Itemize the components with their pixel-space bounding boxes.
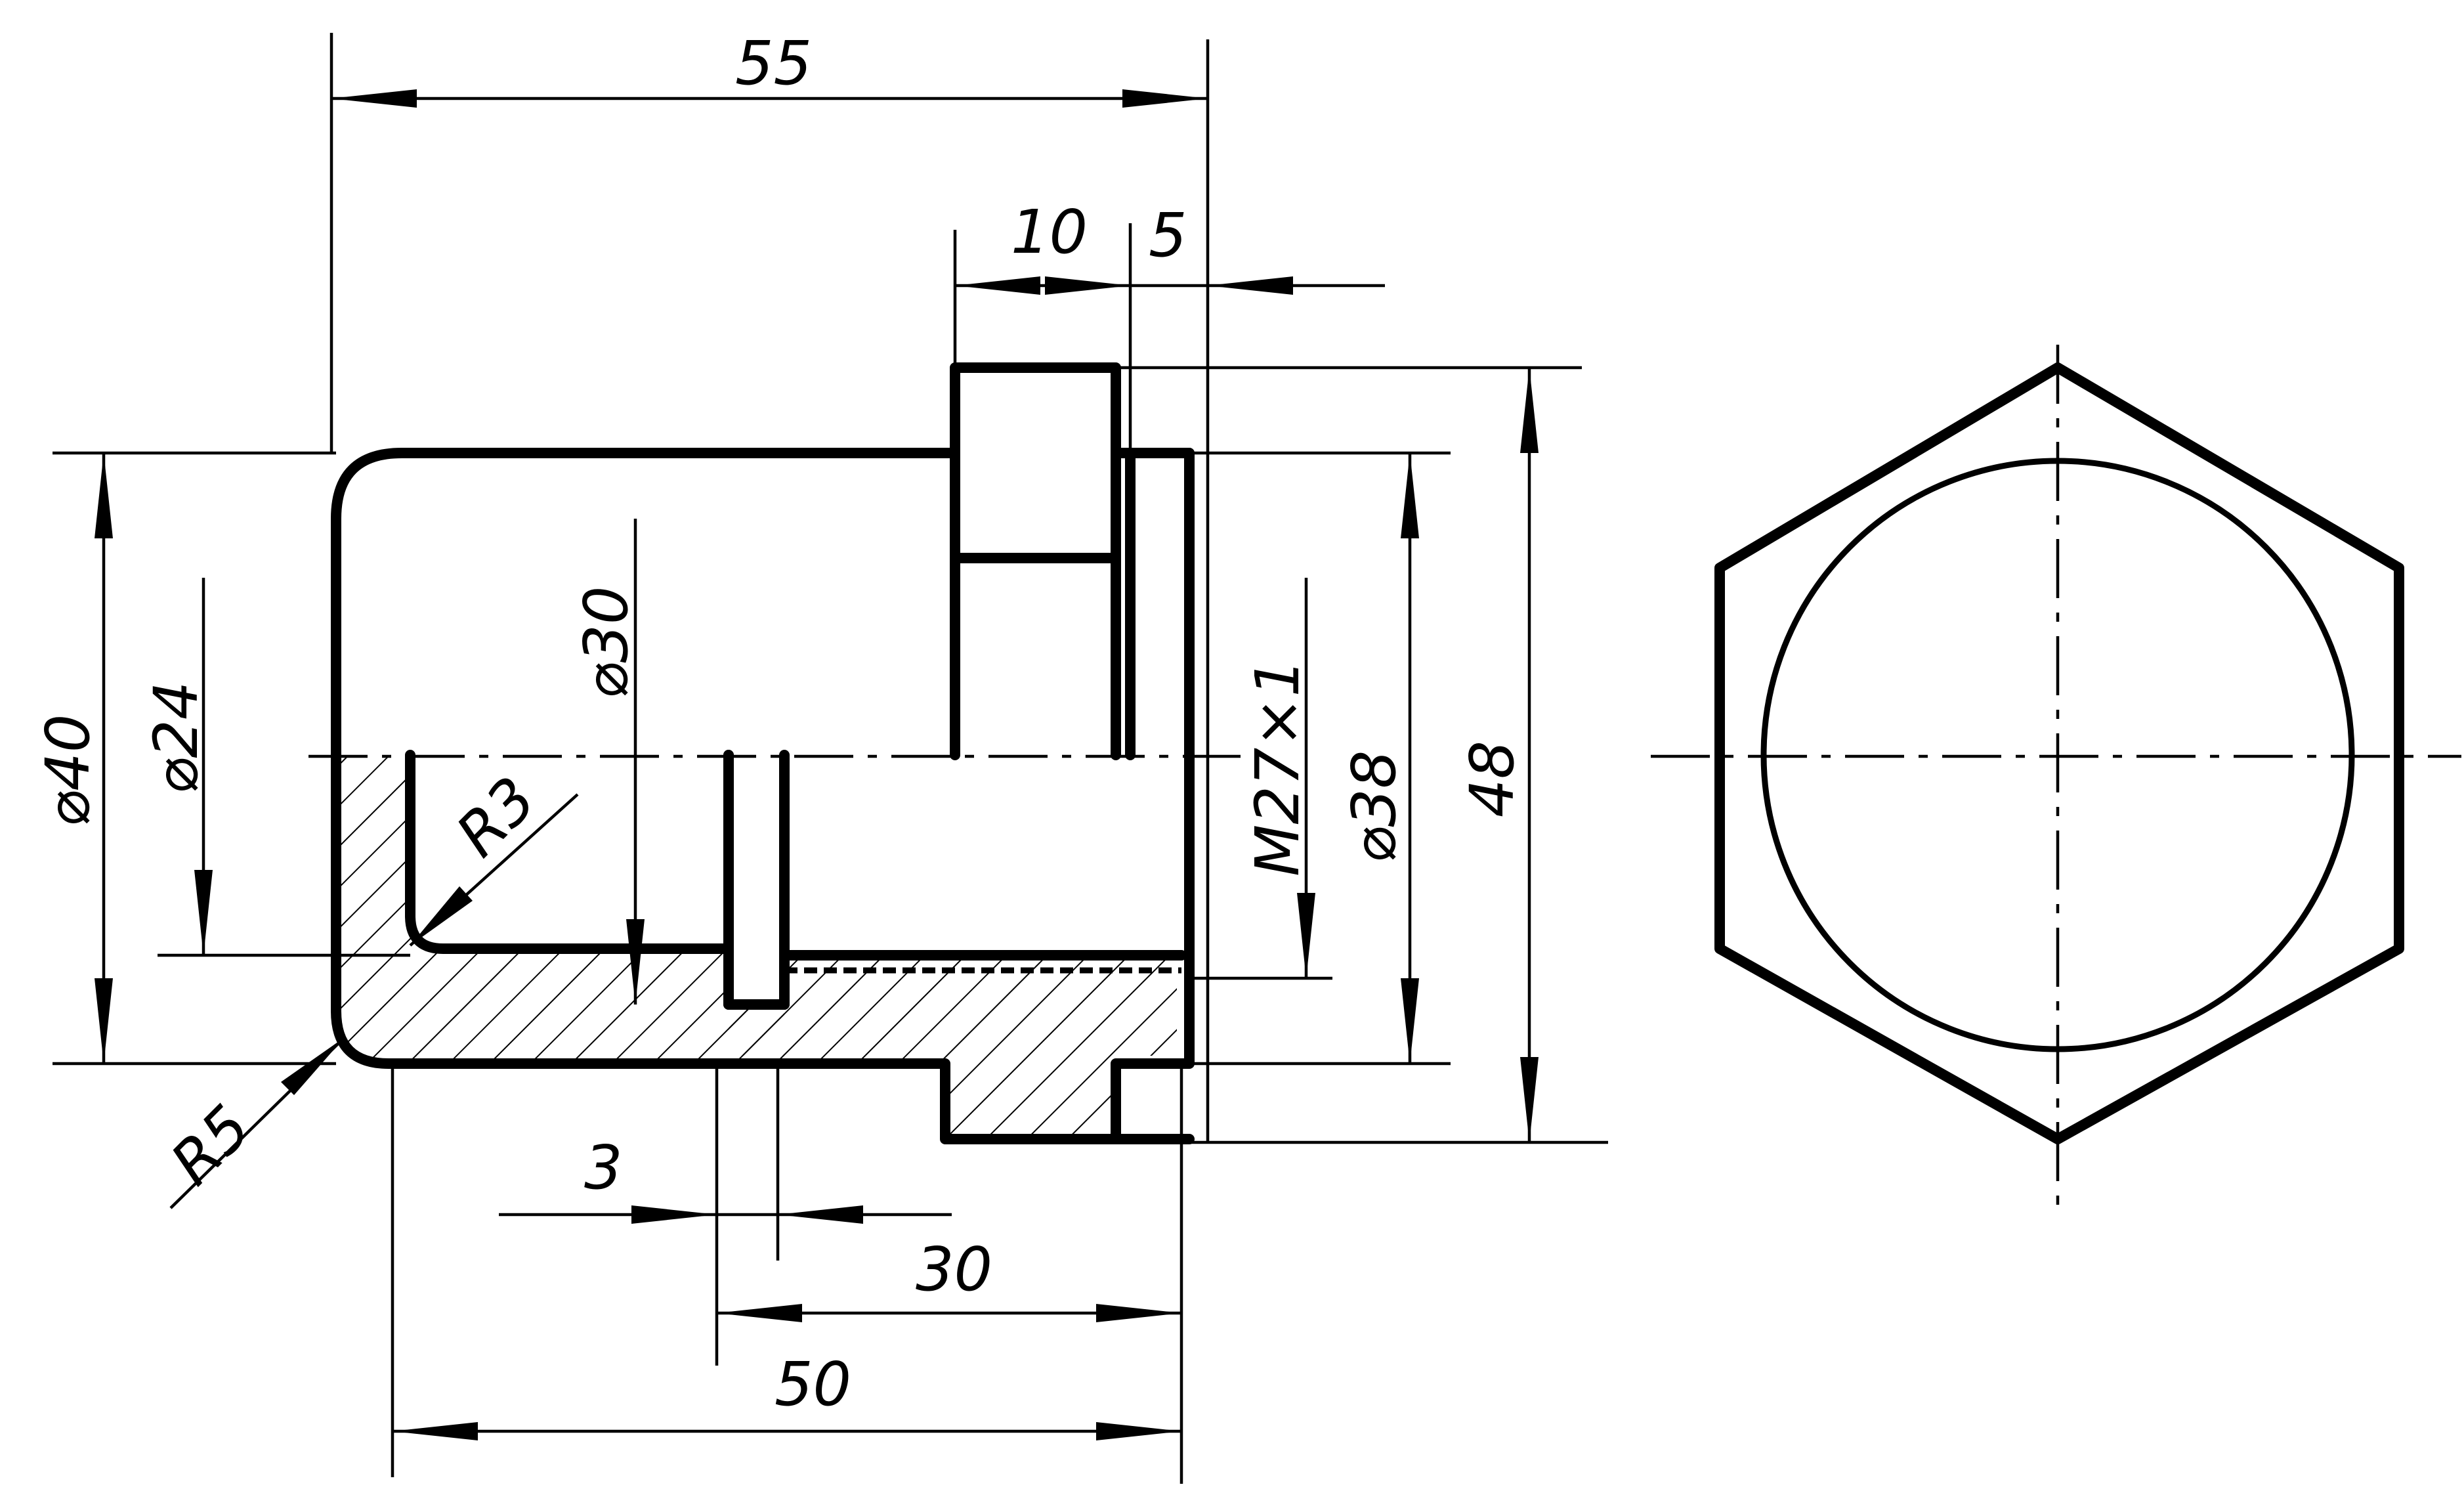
body-outline	[331, 448, 960, 1016]
hatched-regions	[336, 755, 1177, 1139]
hexagon-outline	[1714, 362, 2404, 1144]
dim-30: 30	[916, 1234, 992, 1305]
body-bottom-outline	[331, 448, 1195, 1144]
hatch-flange-step	[945, 1064, 1116, 1139]
end-view	[1651, 345, 2461, 1211]
dim-r5: R5	[158, 1092, 264, 1198]
dimension-labels: 55 10 5 ⌀40 ⌀24 ⌀30 M27×1 ⌀38 48 R3 R5 3…	[33, 28, 1527, 1419]
dim-d38: ⌀38	[1339, 750, 1409, 863]
dim-55: 55	[735, 28, 812, 98]
dim-5: 5	[1149, 200, 1187, 270]
dim-d40: ⌀40	[33, 714, 103, 827]
dim-10: 10	[1011, 197, 1088, 267]
hatch-right-wall	[784, 955, 1177, 1005]
dim-50: 50	[775, 1349, 851, 1419]
hatch-left-wall	[336, 755, 1177, 1064]
dim-d30: ⌀30	[571, 586, 641, 699]
dim-48: 48	[1457, 741, 1527, 817]
inner-cavity-outline	[405, 750, 734, 954]
dim-r3: R3	[443, 764, 549, 870]
dim-d24: ⌀24	[141, 681, 211, 794]
dimension-lines	[53, 33, 1608, 1484]
dim-m27x1: M27×1	[1243, 659, 1313, 876]
dim-3: 3	[584, 1133, 623, 1203]
hatch-groove-bridge	[729, 1005, 784, 1056]
section-view	[308, 362, 1241, 1144]
